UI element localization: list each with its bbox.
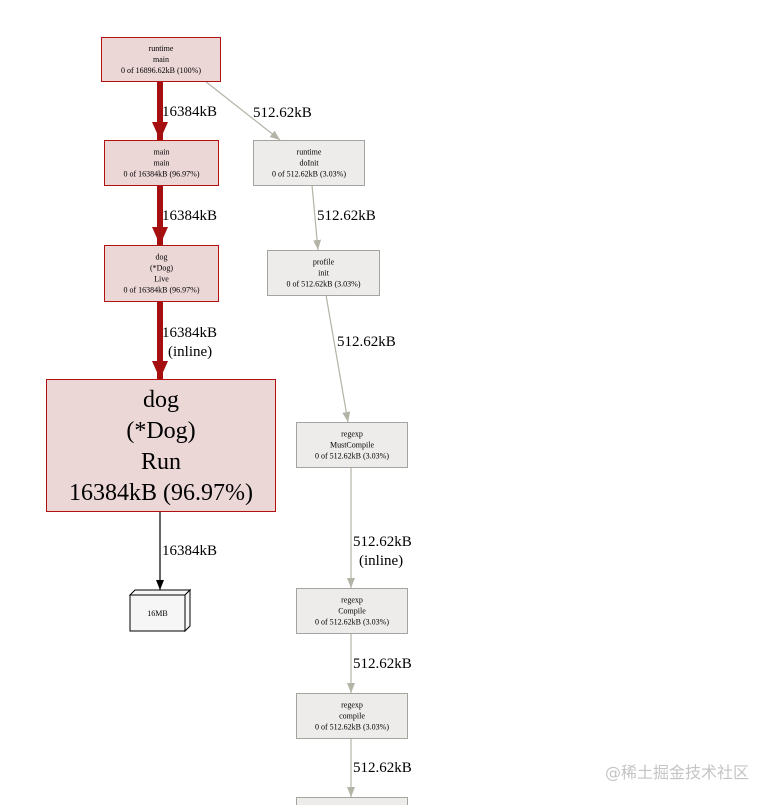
node-dog-live[interactable]: dog (*Dog) Live 0 of 16384kB (96.97%) [104, 245, 219, 302]
node-label: 0 of 512.62kB (3.03%) [272, 170, 346, 179]
node-label: Compile [338, 607, 366, 616]
edge-label: 512.62kB [353, 760, 412, 776]
node-runtime-main[interactable]: runtime main 0 of 16896.62kB (100%) [101, 37, 221, 82]
edge-compile-to-next: 512.62kB [347, 738, 412, 797]
edge-label: 512.62kB [253, 105, 312, 121]
node-label: 16MB [147, 609, 167, 618]
node-label: 0 of 16896.62kB (100%) [121, 66, 201, 75]
node-label: Live [154, 275, 169, 284]
edge-label: 512.62kB [353, 656, 412, 672]
node-label: 0 of 512.62kB (3.03%) [315, 618, 389, 627]
node-label: regexp [341, 596, 363, 605]
node-label: main [153, 55, 169, 64]
edge-label: (inline) [168, 344, 212, 360]
node-label: compile [339, 712, 365, 721]
edge-label: 16384kB [162, 543, 217, 559]
node-label: runtime [149, 44, 174, 53]
edge-main-to-live: 16384kB [152, 185, 217, 245]
node-regexp-compile-lower[interactable]: regexp compile 0 of 512.62kB (3.03%) [296, 693, 408, 739]
edge-label: (inline) [359, 553, 403, 569]
node-label: (*Dog) [150, 264, 173, 273]
edge-mustcompile-to-compile: 512.62kB (inline) [347, 467, 412, 588]
node-label: (*Dog) [126, 418, 195, 444]
node-label: main [154, 159, 170, 168]
node-label: 16384kB (96.97%) [69, 480, 253, 506]
node-label: Run [141, 449, 181, 475]
node-label: runtime [297, 148, 322, 157]
edge-label: 512.62kB [317, 208, 376, 224]
edge-label: 16384kB [162, 325, 217, 341]
edge-main-to-main: 16384kB [152, 81, 217, 140]
node-label: profile [313, 258, 335, 267]
edge-compile-to-compile: 512.62kB [347, 633, 412, 693]
edge-label: 512.62kB [353, 534, 412, 550]
node-label: 0 of 16384kB (96.97%) [124, 170, 200, 179]
node-label: doInit [299, 159, 319, 168]
node-mem-16mb[interactable]: 16MB [128, 588, 192, 633]
node-main-main[interactable]: main main 0 of 16384kB (96.97%) [104, 140, 219, 186]
node-label: init [318, 269, 329, 278]
node-label: 0 of 16384kB (96.97%) [124, 286, 200, 295]
node-label: regexp [341, 430, 363, 439]
node-label: regexp [341, 701, 363, 710]
edge-label: 16384kB [162, 104, 217, 120]
node-profile-init[interactable]: profile init 0 of 512.62kB (3.03%) [267, 250, 380, 296]
node-label: dog [156, 253, 168, 262]
edge-live-to-run: 16384kB (inline) [152, 301, 217, 379]
node-dog-run[interactable]: dog (*Dog) Run 16384kB (96.97%) [46, 379, 276, 512]
edge-main-to-doinit: 512.62kB [204, 80, 312, 141]
watermark: @稀土掘金技术社区 [604, 763, 749, 782]
node-label: MustCompile [330, 441, 374, 450]
node-label: 0 of 512.62kB (3.03%) [287, 280, 361, 289]
edge-label: 16384kB [162, 208, 217, 224]
node-label: main [154, 148, 170, 157]
edge-label: 512.62kB [337, 334, 396, 350]
node-label: dog [143, 387, 179, 413]
edge-doinit-to-init: 512.62kB [311, 184, 376, 251]
node-label: 0 of 512.62kB (3.03%) [315, 723, 389, 732]
edge-run-to-16mb: 16384kB [156, 511, 217, 590]
node-runtime-doinit[interactable]: runtime doInit 0 of 512.62kB (3.03%) [253, 140, 365, 186]
node-label: 0 of 512.62kB (3.03%) [315, 452, 389, 461]
edge-init-to-mustcompile: 512.62kB [325, 294, 396, 423]
node-partial-bottom [296, 797, 408, 805]
